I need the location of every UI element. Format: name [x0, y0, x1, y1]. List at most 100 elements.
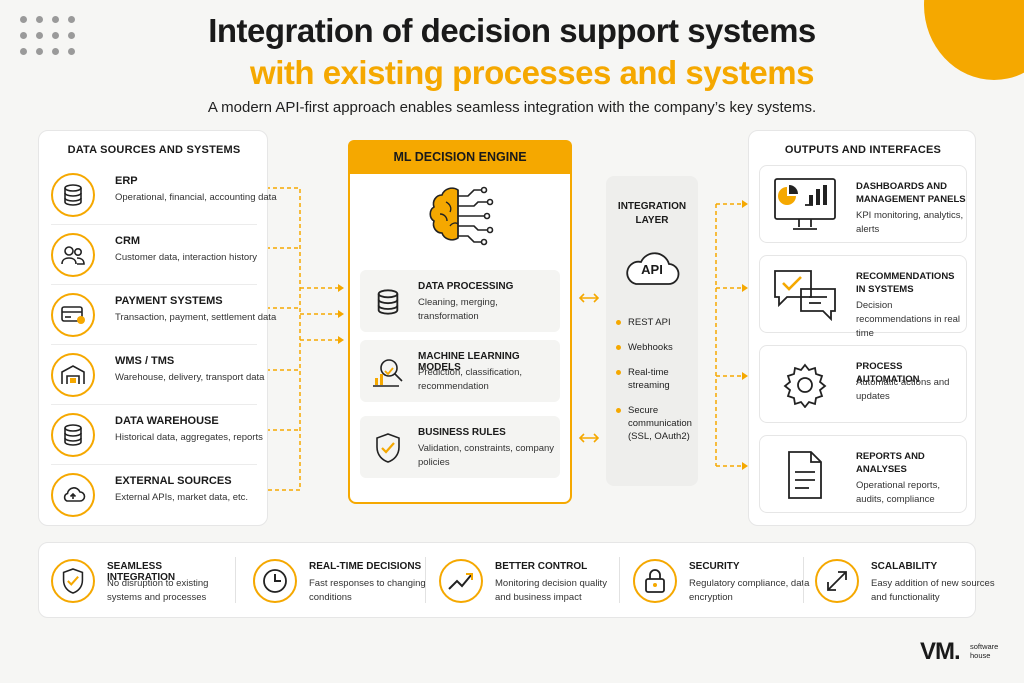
- benefit-name: SCALABILITY: [871, 561, 938, 572]
- output-name: PROCESS AUTOMATION: [856, 361, 920, 385]
- output-desc: KPI monitoring, analytics, alerts: [856, 210, 964, 235]
- database-icon: [51, 413, 95, 457]
- module-desc: Prediction, classification, recommendati…: [418, 367, 523, 392]
- clock-icon: [253, 559, 297, 603]
- benefit-better-control: BETTER CONTROL Monitoring decision quali…: [433, 553, 619, 609]
- benefits-bar: SEAMLESS INTEGRATION No disruption to ex…: [38, 542, 995, 618]
- source-desc: Warehouse, delivery, transport data: [115, 372, 265, 383]
- output-name: DASHBOARDS AND MANAGEMENT PANELS: [856, 181, 966, 205]
- source-item-wms-tms: WMS / TMS Warehouse, delivery, transport…: [51, 345, 264, 405]
- source-desc: Customer data, interaction history: [115, 252, 258, 263]
- source-item-external: EXTERNAL SOURCES External APIs, market d…: [51, 465, 257, 525]
- users-icon: [51, 233, 95, 277]
- company-logo: VM. software house: [920, 638, 1000, 668]
- module-desc: Validation, constraints, company policie…: [418, 443, 555, 468]
- module-desc: Cleaning, merging, transformation: [418, 297, 498, 322]
- benefit-name: REAL-TIME DECISIONS: [309, 561, 422, 572]
- source-name: WMS / TMS: [115, 355, 175, 367]
- divider: [619, 557, 620, 603]
- engine-module-ml-models: MACHINE LEARNING MODELS Prediction, clas…: [360, 340, 560, 402]
- source-name: CRM: [115, 235, 141, 247]
- dashboard-monitor-icon: [770, 176, 840, 234]
- divider: [803, 557, 804, 603]
- benefit-name: SEAMLESS INTEGRATION: [107, 561, 176, 583]
- source-desc: Historical data, aggregates, reports: [115, 432, 263, 443]
- api-label: API: [641, 262, 663, 277]
- page-title-line1: Integration of decision support systems: [208, 12, 816, 49]
- integration-title: INTEGRATION LAYER: [606, 200, 698, 228]
- module-name: DATA PROCESSING: [418, 281, 514, 292]
- benefit-name: BETTER CONTROL: [495, 561, 588, 572]
- decorative-dots: [20, 16, 76, 56]
- integration-methods-list: REST API Webhooks Real-time streaming Se…: [614, 316, 696, 455]
- source-name: DATA WAREHOUSE: [115, 415, 219, 427]
- output-item-reports: REPORTS AND ANALYSES Operational reports…: [759, 435, 967, 513]
- integration-layer: INTEGRATION LAYER API REST API Webhooks …: [606, 176, 698, 486]
- benefit-desc: Fast responses to changing conditions: [309, 578, 426, 603]
- source-name: PAYMENT SYSTEMS: [115, 295, 223, 307]
- source-item-erp: ERP Operational, financial, accounting d…: [51, 165, 277, 225]
- divider: [235, 557, 236, 603]
- engine-module-business-rules: BUSINESS RULES Validation, constraints, …: [360, 416, 560, 478]
- output-item-process-automation: PROCESS AUTOMATION Automatic actions and…: [759, 345, 967, 423]
- output-item-dashboards: DASHBOARDS AND MANAGEMENT PANELS KPI mon…: [759, 165, 967, 243]
- warehouse-icon: [51, 353, 95, 397]
- source-desc: External APIs, market data, etc.: [115, 492, 249, 503]
- engine-title: ML DECISION ENGINE: [348, 140, 572, 174]
- gear-icon: [770, 356, 840, 414]
- source-desc: Transaction, payment, settlement data: [115, 312, 277, 323]
- logo-line2: house: [970, 651, 991, 660]
- divider: [425, 557, 426, 603]
- source-item-payment: PAYMENT SYSTEMS Transaction, payment, se…: [51, 285, 276, 345]
- output-desc: Operational reports, audits, compliance: [856, 480, 940, 505]
- cloud-icon: [51, 473, 95, 517]
- source-desc: Operational, financial, accounting data: [115, 192, 277, 203]
- document-icon: [770, 446, 840, 504]
- output-name: REPORTS AND ANALYSES: [856, 451, 925, 475]
- module-name: BUSINESS RULES: [418, 427, 506, 438]
- output-desc: Decision recommendations in real time: [856, 300, 961, 339]
- source-item-data-warehouse: DATA WAREHOUSE Historical data, aggregat…: [51, 405, 263, 465]
- expand-arrows-icon: [815, 559, 859, 603]
- benefit-name: SECURITY: [689, 561, 740, 572]
- shield-check-icon: [51, 559, 95, 603]
- data-sources-panel: DATA SOURCES AND SYSTEMS ERP Operational…: [38, 130, 277, 526]
- ml-decision-engine: ML DECISION ENGINE DATA PROCESSING Clean…: [348, 140, 572, 504]
- benefit-real-time-decisions: REAL-TIME DECISIONS Fast responses to ch…: [247, 553, 433, 609]
- integration-method: REST API: [614, 316, 696, 329]
- outputs-panel: OUTPUTS AND INTERFACES DASHBOARDS AND MA…: [748, 130, 976, 526]
- page-title-line2: with existing processes and systems: [250, 54, 814, 91]
- output-item-recommendations: RECOMMENDATIONS IN SYSTEMS Decision reco…: [759, 255, 967, 339]
- integration-title-line1: INTEGRATION: [617, 201, 687, 212]
- output-desc: Automatic actions and updates: [856, 377, 950, 402]
- integration-method: Real-time streaming: [614, 366, 696, 392]
- database-icon: [368, 282, 408, 322]
- logo-mark: VM.: [920, 638, 961, 665]
- shield-check-icon: [368, 428, 408, 468]
- data-sources-title: DATA SOURCES AND SYSTEMS: [67, 144, 241, 156]
- brain-circuit-icon: [422, 182, 502, 252]
- benefit-desc: Regulatory compliance, data encryption: [689, 578, 810, 603]
- benefit-scalability: SCALABILITY Easy addition of new sources…: [809, 553, 995, 609]
- benefit-desc: Monitoring decision quality and business…: [495, 578, 607, 603]
- analytics-magnifier-icon: [368, 352, 408, 392]
- lock-icon: [633, 559, 677, 603]
- trend-up-icon: [439, 559, 483, 603]
- integration-method: Webhooks: [614, 341, 696, 354]
- page-subtitle: A modern API-first approach enables seam…: [207, 99, 817, 116]
- logo-line1: software: [970, 642, 999, 651]
- module-name: MACHINE LEARNING MODELS: [418, 351, 520, 373]
- source-name: ERP: [115, 175, 138, 187]
- benefit-desc: No disruption to existing systems and pr…: [107, 578, 209, 603]
- integration-title-line2: LAYER: [635, 215, 669, 226]
- chat-check-icon: [770, 266, 840, 324]
- database-icon: [51, 173, 95, 217]
- api-cloud-icon: API: [622, 244, 682, 290]
- integration-method: Secure communication (SSL, OAuth2): [614, 404, 696, 443]
- output-name: RECOMMENDATIONS IN SYSTEMS: [856, 271, 955, 295]
- benefit-seamless-integration: SEAMLESS INTEGRATION No disruption to ex…: [45, 553, 231, 609]
- outputs-title: OUTPUTS AND INTERFACES: [784, 144, 942, 156]
- source-item-crm: CRM Customer data, interaction history: [51, 225, 257, 285]
- payment-card-icon: [51, 293, 95, 337]
